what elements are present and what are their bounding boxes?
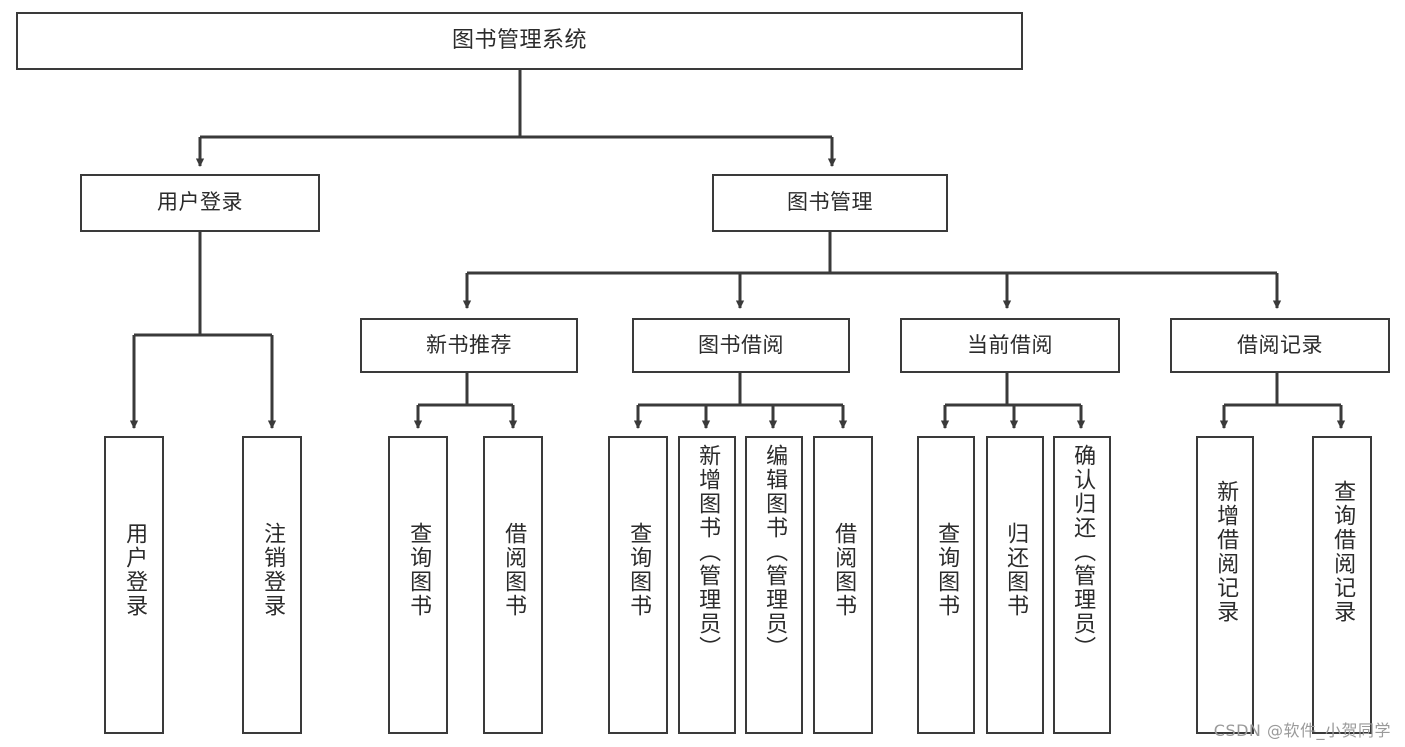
watermark: CSDN @软件_小贺同学 bbox=[1213, 721, 1391, 740]
node-new-book-recommend[interactable]: 新书推荐 bbox=[360, 318, 578, 373]
leaf-borrow-book-2-label: 借阅图书 bbox=[831, 522, 857, 618]
node-new-book-recommend-label: 新书推荐 bbox=[426, 332, 512, 357]
node-book-borrow[interactable]: 图书借阅 bbox=[632, 318, 850, 373]
node-user-login[interactable]: 用户登录 bbox=[80, 174, 320, 232]
leaf-query-borrow-record-label: 查询借阅记录 bbox=[1330, 480, 1356, 624]
leaf-add-book-admin-label: 新增图书（管理员） bbox=[695, 444, 721, 660]
leaf-add-borrow-record-label: 新增借阅记录 bbox=[1213, 480, 1239, 624]
leaf-query-book-3-label: 查询图书 bbox=[934, 522, 960, 618]
leaf-add-borrow-record[interactable]: 新增借阅记录 bbox=[1196, 436, 1254, 734]
leaf-query-book-2[interactable]: 查询图书 bbox=[608, 436, 668, 734]
leaf-borrow-book-1[interactable]: 借阅图书 bbox=[483, 436, 543, 734]
node-book-manage[interactable]: 图书管理 bbox=[712, 174, 948, 232]
leaf-return-book-label: 归还图书 bbox=[1003, 522, 1029, 618]
node-root[interactable]: 图书管理系统 bbox=[16, 12, 1023, 70]
node-user-login-label: 用户登录 bbox=[157, 190, 243, 215]
leaf-query-book-2-label: 查询图书 bbox=[626, 522, 652, 618]
leaf-edit-book-admin[interactable]: 编辑图书（管理员） bbox=[745, 436, 803, 734]
leaf-borrow-book-2[interactable]: 借阅图书 bbox=[813, 436, 873, 734]
leaf-confirm-return-admin[interactable]: 确认归还（管理员） bbox=[1053, 436, 1111, 734]
leaf-user-login[interactable]: 用户登录 bbox=[104, 436, 164, 734]
leaf-user-login-label: 用户登录 bbox=[122, 522, 148, 618]
leaf-return-book[interactable]: 归还图书 bbox=[986, 436, 1044, 734]
leaf-edit-book-admin-label: 编辑图书（管理员） bbox=[762, 444, 788, 660]
leaf-query-book-3[interactable]: 查询图书 bbox=[917, 436, 975, 734]
node-borrow-record[interactable]: 借阅记录 bbox=[1170, 318, 1390, 373]
leaf-query-book-1[interactable]: 查询图书 bbox=[388, 436, 448, 734]
leaf-query-book-1-label: 查询图书 bbox=[406, 522, 432, 618]
node-book-borrow-label: 图书借阅 bbox=[698, 332, 784, 357]
node-current-borrow-label: 当前借阅 bbox=[967, 332, 1053, 357]
leaf-logout-login[interactable]: 注销登录 bbox=[242, 436, 302, 734]
leaf-query-borrow-record[interactable]: 查询借阅记录 bbox=[1312, 436, 1372, 734]
node-book-manage-label: 图书管理 bbox=[787, 190, 873, 215]
node-borrow-record-label: 借阅记录 bbox=[1237, 332, 1323, 357]
leaf-logout-login-label: 注销登录 bbox=[260, 522, 286, 618]
node-root-label: 图书管理系统 bbox=[451, 27, 587, 53]
node-current-borrow[interactable]: 当前借阅 bbox=[900, 318, 1120, 373]
leaf-borrow-book-1-label: 借阅图书 bbox=[501, 522, 527, 618]
leaf-add-book-admin[interactable]: 新增图书（管理员） bbox=[678, 436, 736, 734]
leaf-confirm-return-admin-label: 确认归还（管理员） bbox=[1070, 444, 1096, 660]
